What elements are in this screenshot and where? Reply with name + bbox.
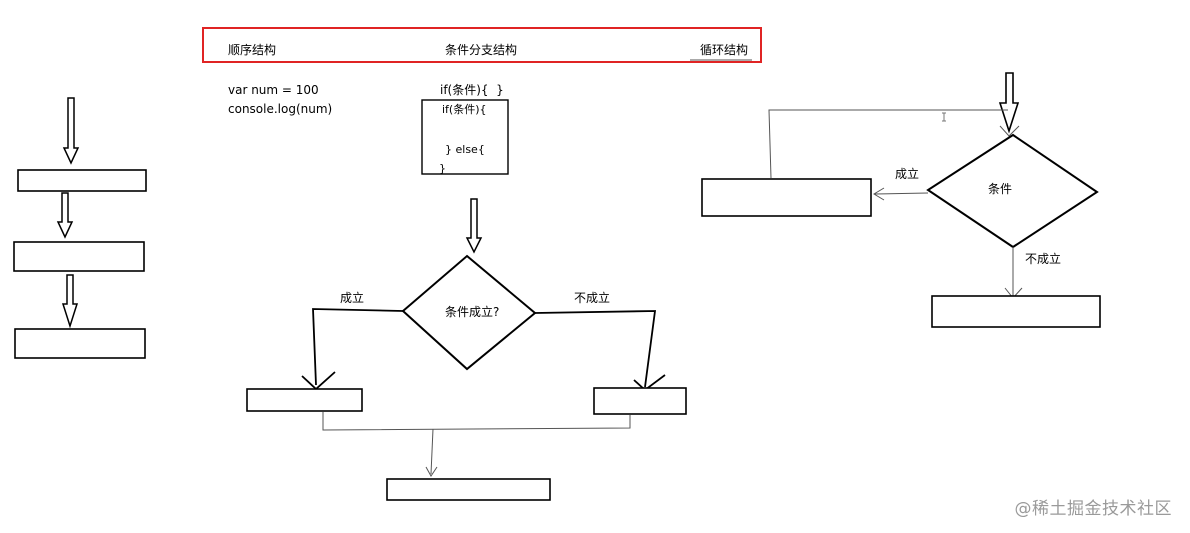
- text-cursor-icon: [942, 112, 946, 122]
- branch-merge-line: [322, 412, 631, 431]
- header-loop: 循环结构: [700, 43, 749, 57]
- sequence-box-2: [13, 241, 145, 272]
- branch-merge-arrowhead: [425, 466, 438, 477]
- loop-no-label: 不成立: [1025, 252, 1062, 266]
- branch-no-label: 不成立: [574, 291, 611, 305]
- header-branch: 条件分支结构: [445, 43, 518, 57]
- sequence-arrow-2: [56, 192, 74, 239]
- sequence-arrow-1: [62, 97, 80, 165]
- branch-yes-label: 成立: [340, 291, 365, 305]
- branch-no-box: [593, 387, 687, 415]
- loop-body-box: [701, 178, 872, 217]
- loop-chart: [701, 72, 1101, 328]
- code-line-2: console.log(num): [228, 102, 333, 116]
- branch-chart: [246, 99, 687, 501]
- loop-decision-diamond: [926, 133, 1099, 249]
- branch-yes-arrowhead: [301, 371, 336, 391]
- branch-decision-diamond: [401, 254, 537, 371]
- header-frame: [202, 27, 762, 63]
- loop-yes-line: [874, 192, 929, 195]
- sequence-chart: [13, 97, 147, 359]
- loop-yes-label: 成立: [895, 167, 920, 181]
- loop-back-line: [768, 109, 1008, 179]
- sequence-arrow-3: [61, 274, 79, 329]
- loop-yes-arrowhead: [873, 187, 885, 201]
- branch-end-box: [386, 478, 551, 501]
- code-if-top: if(条件){ }: [440, 83, 504, 97]
- branch-decision-label: 条件成立?: [445, 305, 500, 319]
- header-sequence: 顺序结构: [228, 43, 277, 57]
- loop-exit-box: [931, 295, 1101, 328]
- sequence-box-3: [14, 328, 146, 359]
- watermark: @稀土掘金技术社区: [1014, 499, 1172, 519]
- code-box-line-2: } else{: [445, 143, 485, 156]
- branch-no-line: [534, 310, 657, 388]
- branch-entry-arrow: [465, 198, 483, 254]
- sequence-box-1: [17, 169, 147, 192]
- code-box: [421, 99, 509, 175]
- code-line-1: var num = 100: [228, 83, 319, 97]
- loop-entry-arrow: [998, 72, 1020, 134]
- branch-merge-down: [430, 428, 434, 475]
- code-box-line-1: if(条件){: [442, 103, 487, 116]
- code-box-line-3: }: [439, 162, 446, 175]
- loop-decision-label: 条件: [988, 182, 1013, 196]
- loop-back-arrowhead: [999, 125, 1020, 137]
- branch-yes-box: [246, 388, 363, 412]
- branch-yes-line: [312, 308, 404, 386]
